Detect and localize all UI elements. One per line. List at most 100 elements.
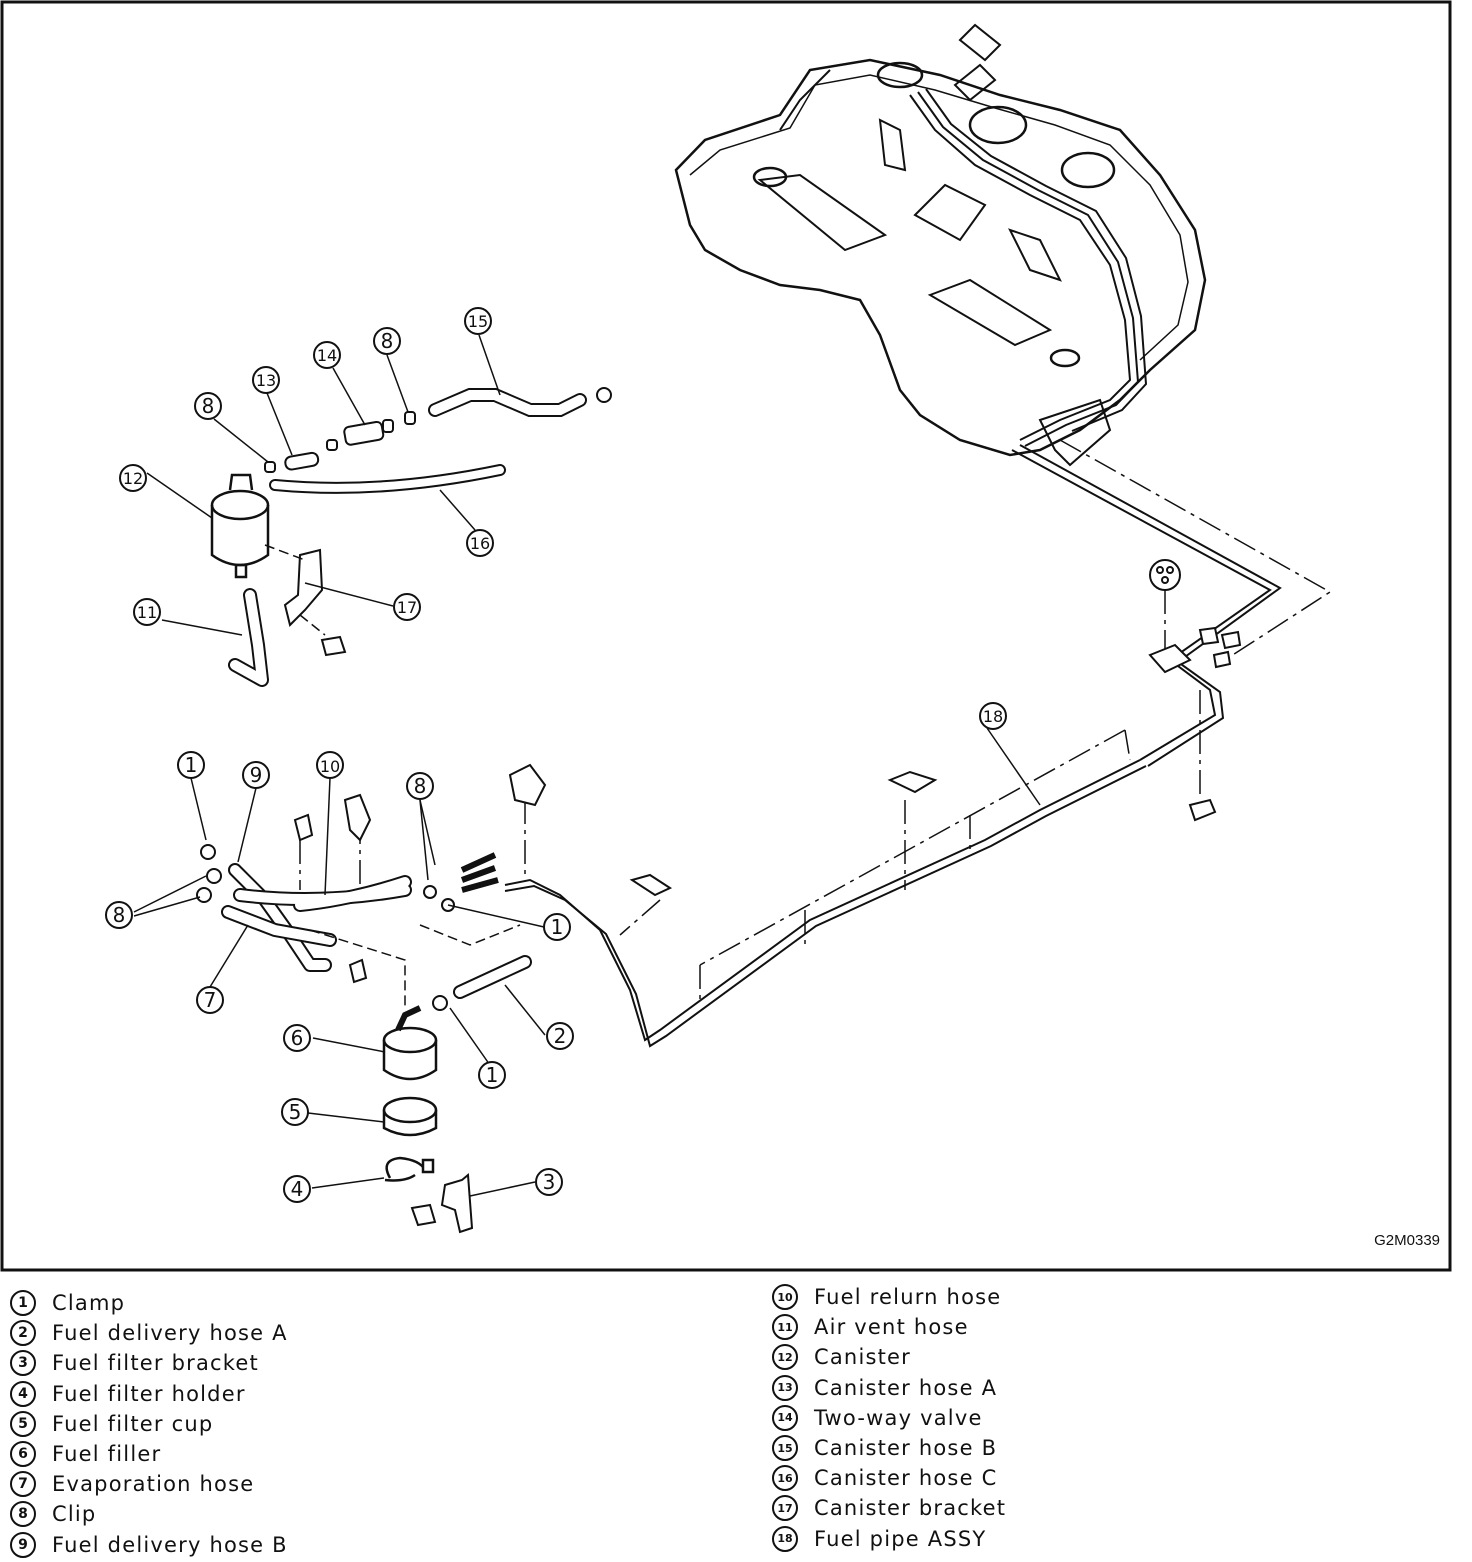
callout-label: 10	[320, 757, 340, 776]
callout-label: 13	[256, 371, 276, 390]
legend-label: Canister hose A	[814, 1375, 998, 1400]
legend-label: Clip	[52, 1502, 97, 1527]
callout-label: 18	[983, 707, 1003, 726]
callout-13: 13	[252, 366, 280, 394]
legend-label: Two-way valve	[814, 1405, 983, 1430]
legend-label: Fuel filter holder	[52, 1381, 246, 1406]
callout-label: 7	[204, 988, 217, 1012]
legend-label: Evaporation hose	[52, 1472, 255, 1497]
legend-number: 18	[772, 1525, 798, 1552]
callout-label: 1	[486, 1063, 499, 1087]
callout-11: 11	[133, 598, 161, 626]
fuel-pipe-assy	[504, 759, 1147, 1048]
callout-label: 4	[291, 1177, 304, 1201]
legend-number: 14	[772, 1404, 798, 1431]
callouts: 1 9 10 8 8 1 7 2 6 1 5 3 4 18 12 8 13 14…	[105, 307, 1007, 1203]
legend-label: Canister hose B	[814, 1436, 998, 1461]
callout-18: 18	[979, 702, 1007, 730]
legend-number: 1	[10, 1290, 36, 1317]
callout-3: 3	[535, 1168, 563, 1196]
callout-label: 8	[202, 394, 215, 418]
legend-item: 9 Fuel delivery hose B	[10, 1530, 710, 1560]
callout-label: 11	[137, 603, 157, 622]
callout-8: 8	[105, 901, 133, 929]
legend-number: 12	[772, 1344, 798, 1371]
legend-number: 15	[772, 1435, 798, 1462]
hose-fittings	[196, 793, 499, 1011]
legend-label: Canister	[814, 1345, 912, 1370]
pipe-route-upper	[1011, 444, 1282, 767]
legend-number: 9	[10, 1531, 36, 1558]
legend-number: 10	[772, 1284, 798, 1311]
legend-number: 4	[10, 1380, 36, 1407]
callout-label: 2	[554, 1024, 567, 1048]
callout-label: 17	[397, 598, 417, 617]
callout-label: 14	[317, 346, 337, 365]
callout-label: 3	[543, 1170, 556, 1194]
callout-5: 5	[281, 1098, 309, 1126]
callout-label: 8	[414, 774, 427, 798]
legend-number: 3	[10, 1350, 36, 1377]
pipe-brackets	[508, 559, 1242, 897]
two-way-valve	[343, 411, 416, 446]
legend-number: 11	[772, 1314, 798, 1341]
legend-item: 3 Fuel filter bracket	[10, 1348, 710, 1378]
legend-label: Fuel filler	[52, 1442, 162, 1467]
legend-label: Clamp	[52, 1291, 126, 1316]
callout-8: 8	[373, 327, 401, 355]
callout-2: 2	[546, 1022, 574, 1050]
fuel-filter-cup	[382, 1096, 438, 1137]
legend-item: 15 Canister hose B	[772, 1433, 1472, 1463]
legend-number: 6	[10, 1441, 36, 1468]
fuel-filler	[382, 1005, 438, 1081]
callout-1: 1	[177, 751, 205, 779]
legend-number: 17	[772, 1495, 798, 1522]
callout-16: 16	[466, 529, 494, 557]
legend-item: 5 Fuel filter cup	[10, 1409, 710, 1439]
callout-label: 9	[250, 763, 263, 787]
fuel-tank	[674, 23, 1207, 467]
legend-number: 16	[772, 1465, 798, 1492]
callout-label: 8	[113, 903, 126, 927]
canister-dash	[264, 544, 326, 636]
figure-code: G2M0339	[1374, 1232, 1440, 1249]
legend-item: 1 Clamp	[10, 1288, 710, 1318]
callout-17: 17	[393, 593, 421, 621]
dash-line-main	[299, 590, 1201, 1005]
legend-label: Fuel filter cup	[52, 1411, 214, 1436]
canister-hose-a	[264, 439, 338, 473]
legend-label: Fuel pipe ASSY	[814, 1526, 987, 1551]
legend-item: 4 Fuel filter holder	[10, 1379, 710, 1409]
callout-12: 12	[119, 464, 147, 492]
filter-dash	[309, 924, 521, 1010]
callout-label: 16	[470, 534, 490, 553]
legend-item: 6 Fuel filler	[10, 1439, 710, 1469]
legend-label: Fuel relurn hose	[814, 1285, 1002, 1310]
legend-label: Air vent hose	[814, 1315, 969, 1340]
legend-item: 14 Two-way valve	[772, 1403, 1472, 1433]
callout-label: 1	[551, 915, 564, 939]
callout-9: 9	[242, 761, 270, 789]
callout-14: 14	[313, 341, 341, 369]
fuel-filter-holder	[384, 1156, 435, 1182]
legend-number: 5	[10, 1410, 36, 1437]
legend-label: Fuel delivery hose B	[52, 1532, 288, 1557]
callout-label: 8	[381, 329, 394, 353]
callout-1: 1	[478, 1061, 506, 1089]
legend-item: 12 Canister	[772, 1342, 1472, 1372]
callout-label: 6	[291, 1026, 304, 1050]
leader-lines	[133, 334, 1041, 1197]
legend-label: Fuel filter bracket	[52, 1351, 259, 1376]
fuel-filter-bracket	[410, 1172, 474, 1234]
tank-pipes	[779, 69, 1148, 447]
callout-6: 6	[283, 1024, 311, 1052]
